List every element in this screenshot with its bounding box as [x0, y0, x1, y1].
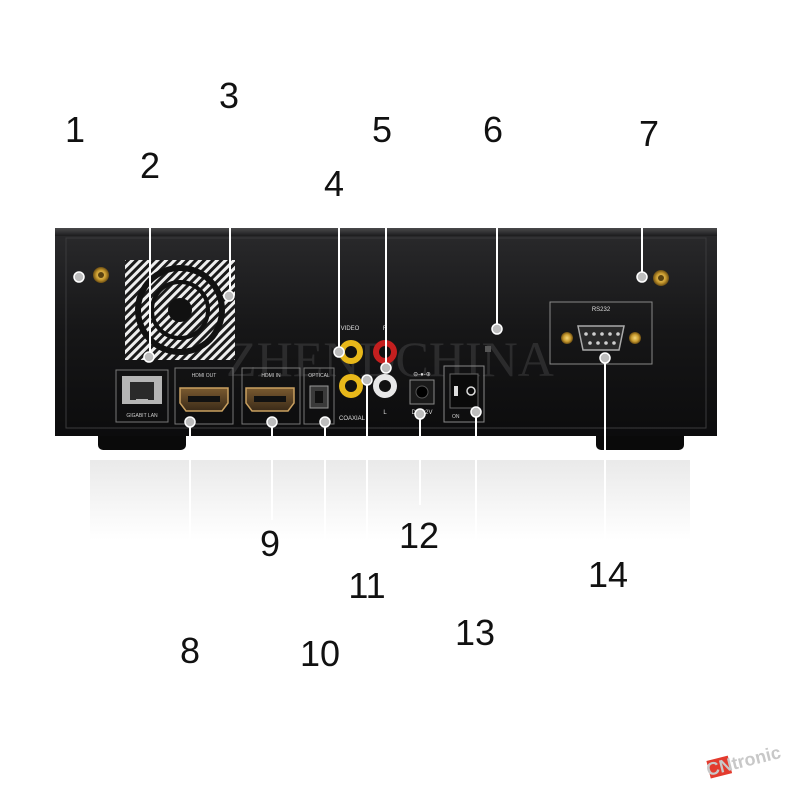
brand-logo: CNtronic [704, 742, 783, 780]
power-switch: ON [443, 365, 485, 423]
callout-lines [149, 118, 643, 625]
callout-number-6: 6 [483, 109, 503, 150]
video-rca-jack [339, 340, 363, 364]
callout-number-1: 1 [65, 109, 85, 150]
on-label: ON [452, 414, 460, 420]
callout-number-10: 10 [300, 633, 340, 674]
hdmi-out-port: HDMI OUT [174, 367, 234, 425]
optical-port: OPTICAL [303, 367, 335, 425]
l-label: L [383, 410, 387, 416]
callout-dot-3 [223, 290, 235, 302]
callout-number-14: 14 [588, 554, 628, 595]
callout-number-7: 7 [639, 113, 659, 154]
callout-number-2: 2 [140, 145, 160, 186]
callout-number-3: 3 [219, 75, 239, 116]
callout-number-11: 11 [348, 565, 385, 606]
coaxial-label: COAXIAL [339, 416, 366, 422]
callout-dot-7 [636, 271, 648, 283]
hdmi-in-label: HDMI IN [261, 373, 281, 379]
video-label: VIDEO [341, 326, 360, 332]
callout-dot-6 [491, 323, 503, 335]
rs232-label: RS232 [592, 307, 611, 313]
svg-text:CNtronic: CNtronic [704, 742, 783, 780]
audio-l-rca-jack [373, 374, 397, 398]
callout-dot-9 [266, 416, 278, 428]
callout-dot-13 [470, 406, 482, 418]
coaxial-rca-jack [339, 374, 363, 398]
optical-label: OPTICAL [308, 373, 330, 379]
callout-dot-14 [599, 352, 611, 364]
callout-number-8: 8 [180, 630, 200, 671]
gigabit-lan-port: GIGABIT LAN [115, 369, 169, 423]
indicator-led [485, 346, 491, 352]
device-reflection [90, 460, 690, 540]
callout-number-4: 4 [324, 163, 344, 204]
callout-number-12: 12 [399, 515, 439, 556]
callout-number-5: 5 [372, 109, 392, 150]
lan-label: GIGABIT LAN [126, 413, 158, 419]
callout-dot-11 [361, 374, 373, 386]
callout-dot-12 [414, 408, 426, 420]
callout-dot-2 [143, 351, 155, 363]
svg-text:⊖-●-⊕: ⊖-●-⊕ [413, 372, 431, 378]
callout-dot-1 [73, 271, 85, 283]
hdmi-out-label: HDMI OUT [192, 373, 217, 379]
callout-dot-8 [184, 416, 196, 428]
callout-dot-4 [333, 346, 345, 358]
rs232-port: RS232 [549, 301, 653, 365]
callout-dot-10 [319, 416, 331, 428]
callout-dots [73, 271, 648, 428]
callout-number-13: 13 [455, 612, 495, 653]
cooling-fan [125, 260, 235, 360]
callout-number-9: 9 [260, 523, 280, 564]
callout-dot-5 [380, 362, 392, 374]
